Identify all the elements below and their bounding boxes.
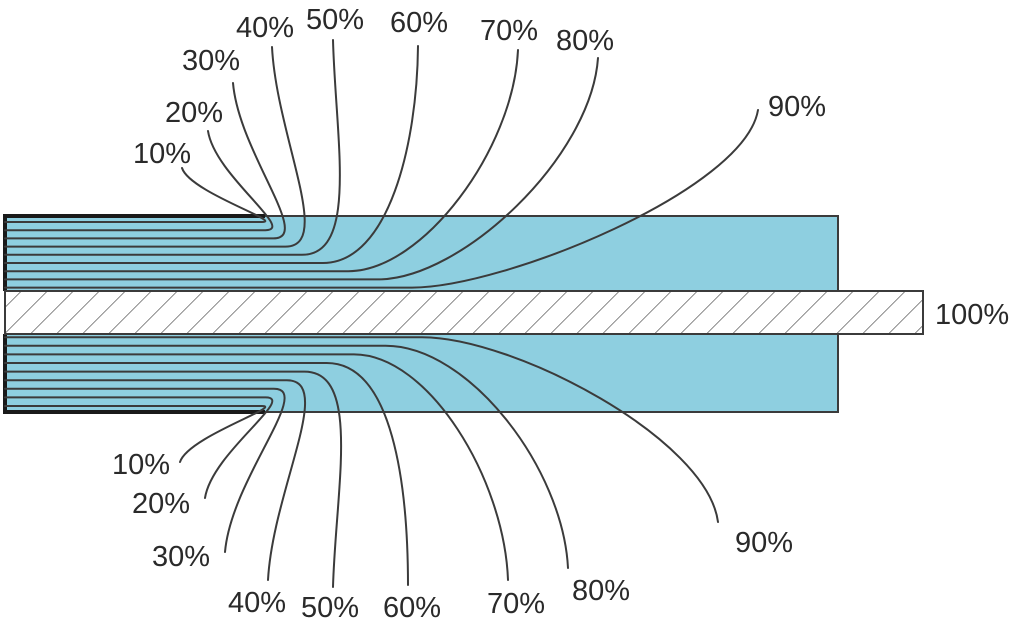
top-field-line-50 [4,39,341,256]
top-field-line-10 [4,167,267,223]
bottom-equipotential-lines [4,336,719,588]
bottom-field-line-90 [4,336,719,523]
top-label-20: 20% [165,97,223,129]
top-field-line-60 [4,45,419,264]
bottom-label-10: 10% [112,449,170,481]
bottom-label-80: 80% [572,575,630,607]
top-label-90: 90% [768,91,826,123]
top-label-50: 50% [306,4,364,36]
bottom-field-line-10 [4,405,267,463]
bottom-field-line-60 [4,362,409,586]
center-label-100: 100% [935,299,1009,331]
top-label-80: 80% [556,25,614,57]
bottom-field-line-80 [4,344,569,569]
top-label-60: 60% [390,7,448,39]
top-equipotential-lines [4,39,759,289]
top-field-line-30 [4,82,286,240]
bottom-field-line-20 [4,396,274,499]
top-label-30: 30% [182,45,240,77]
bottom-label-40: 40% [228,587,286,619]
bottom-label-20: 20% [132,488,190,520]
bottom-field-line-50 [4,370,343,588]
top-field-line-20 [4,130,274,232]
bottom-label-90: 90% [735,527,793,559]
top-field-line-70 [4,49,519,273]
top-field-line-80 [4,57,599,281]
lower-dielectric-layer [4,333,839,413]
bottom-label-60: 60% [383,592,441,623]
top-label-10: 10% [133,138,191,170]
center-conductor-outline [4,290,924,335]
bottom-label-30: 30% [152,541,210,573]
lower-shield-electrode [3,334,265,414]
bottom-field-line-30 [4,387,286,553]
bottom-field-line-40 [4,379,307,581]
top-label-70: 70% [480,15,538,47]
bottom-label-50: 50% [301,592,359,623]
bottom-label-70: 70% [487,588,545,620]
upper-shield-electrode [3,214,265,291]
top-field-line-40 [4,46,306,248]
top-label-40: 40% [236,12,294,44]
bottom-field-line-70 [4,353,509,581]
center-conductor [4,290,924,335]
top-field-line-90 [4,109,759,289]
